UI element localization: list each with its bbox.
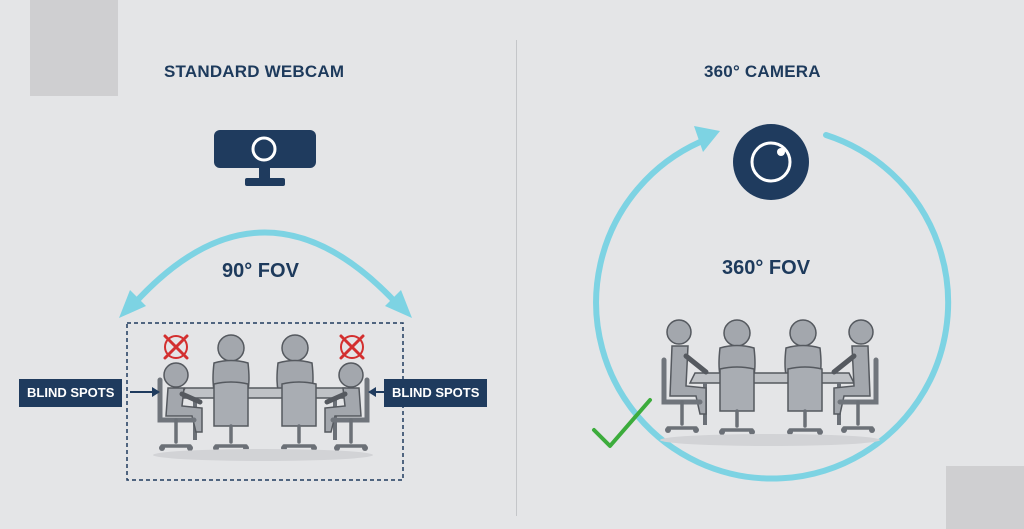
decorative-square-top-left (30, 0, 118, 96)
checkmark-icon (592, 398, 652, 448)
blocked-x-icon (163, 334, 189, 360)
camera-360-icon (733, 124, 809, 200)
standard-webcam-heading: STANDARD WEBCAM (164, 62, 345, 81)
meeting-group-right (660, 319, 880, 446)
blind-spot-arrow-left (130, 387, 160, 397)
panel-divider (516, 40, 517, 516)
fov-90-label: 90° FOV (222, 260, 299, 282)
field-of-view-box (126, 322, 404, 481)
fov-90-arc (119, 229, 412, 318)
blind-spots-label-right: BLIND SPOTS (384, 379, 488, 407)
blocked-x-icon (339, 334, 365, 360)
decorative-square-bottom-right (946, 466, 1024, 529)
fov-360-ring (593, 126, 952, 482)
fov-360-label: 360° FOV (722, 257, 811, 279)
meeting-group-left (153, 334, 373, 461)
blind-spots-label-left: BLIND SPOTS (19, 379, 123, 407)
webcam-icon (214, 130, 316, 186)
camera-360-heading: 360° CAMERA (704, 62, 821, 81)
